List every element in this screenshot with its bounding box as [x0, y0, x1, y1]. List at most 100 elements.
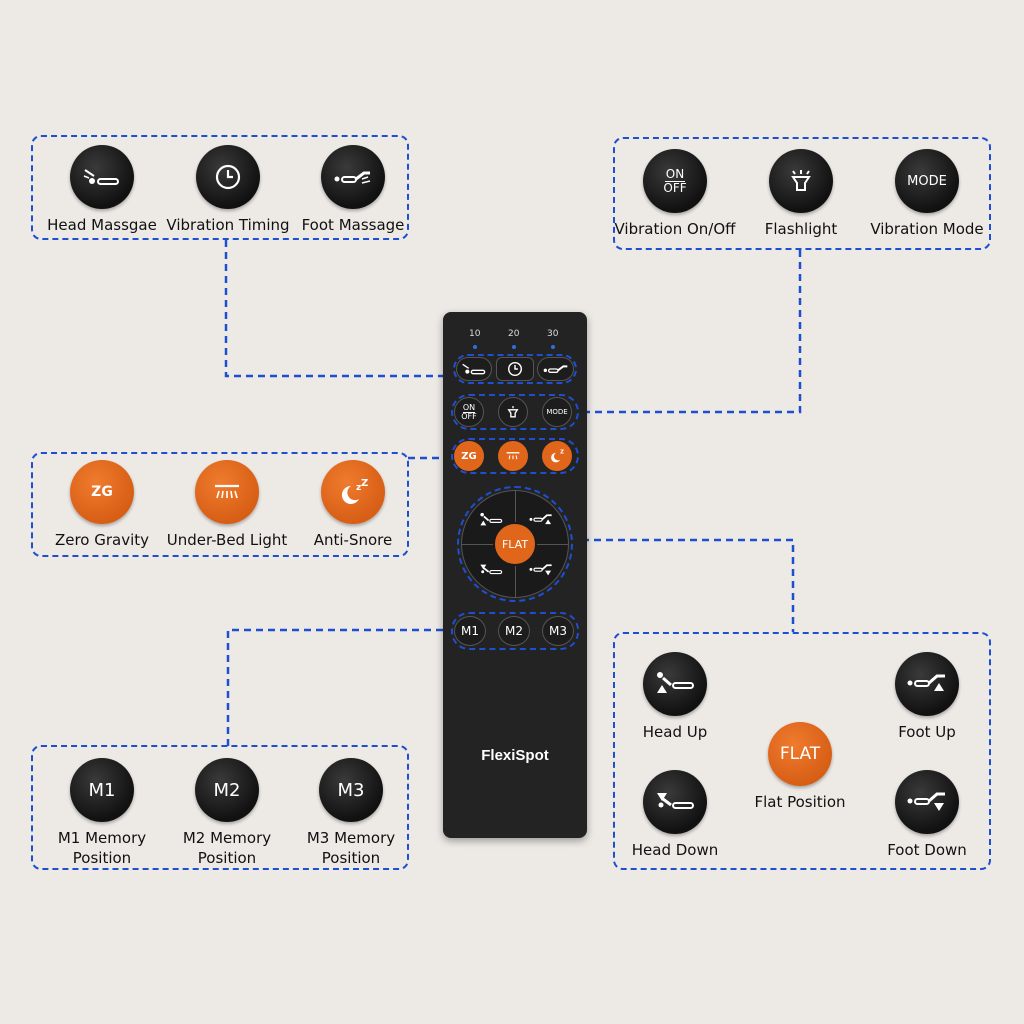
vibration-mode-item: MODE Vibration Mode [867, 149, 987, 239]
mode-text: MODE [907, 173, 947, 189]
head-up-icon [480, 512, 503, 526]
remote-m2-button[interactable]: M2 [498, 616, 530, 646]
m1-text: M1 [88, 779, 116, 801]
m3-label: M3 Memory Position [307, 828, 395, 868]
remote-flat-text: FLAT [501, 537, 529, 551]
anti-snore-button[interactable]: z Z [321, 460, 385, 524]
clock-icon [215, 164, 241, 190]
head-down-item: Head Down [615, 770, 735, 860]
remote-m3-button[interactable]: M3 [542, 616, 574, 646]
foot-up-icon [529, 514, 552, 525]
remote-foot-down-button[interactable] [524, 555, 558, 585]
foot-down-icon [907, 792, 945, 811]
head-up-icon [657, 672, 694, 693]
vibration-mode-button[interactable]: MODE [895, 149, 959, 213]
m1-label-line2: Position [72, 849, 132, 867]
timer-20-label: 20 [508, 329, 520, 339]
vibration-timing-button[interactable] [196, 145, 260, 209]
head-massage-icon [83, 169, 119, 185]
remote-m1-text: M1 [461, 624, 479, 638]
head-massage-label: Head Massgae [47, 216, 157, 234]
remote-onoff-button[interactable]: ON OFF [454, 397, 484, 427]
remote-zg-text: ZG [461, 450, 477, 462]
vibration-timing-item: Vibration Timing [166, 145, 290, 235]
remote-massage-group [453, 354, 577, 384]
m2-text: M2 [213, 779, 241, 801]
remote-control: 10 20 30 ON OFF [443, 312, 587, 838]
vibration-onoff-label: Vibration On/Off [614, 220, 736, 238]
foot-down-icon [529, 564, 552, 576]
svg-text:Z: Z [560, 449, 564, 455]
anti-snore-label: Anti-Snore [313, 531, 393, 549]
anti-snore-icon: Z [551, 449, 564, 463]
zg-text: ZG [91, 484, 113, 500]
remote-foot-massage-button[interactable] [537, 357, 574, 381]
flat-button[interactable]: FLAT [768, 722, 832, 786]
foot-up-button[interactable] [895, 652, 959, 716]
foot-massage-item: Foot Massage [293, 145, 413, 235]
remote-zg-button[interactable]: ZG [454, 441, 484, 471]
flat-label: Flat Position [754, 793, 846, 811]
vibration-mode-label: Vibration Mode [870, 220, 984, 238]
memory-panel [31, 745, 409, 870]
remote-head-up-button[interactable] [474, 505, 508, 535]
head-up-button[interactable] [643, 652, 707, 716]
foot-down-button[interactable] [895, 770, 959, 834]
connector-memory [226, 628, 455, 746]
anti-snore-item: z Z Anti-Snore [293, 460, 413, 550]
remote-comfort-group [451, 438, 579, 474]
remote-mode-button[interactable]: MODE [542, 397, 572, 427]
flat-item: FLAT Flat Position [740, 722, 860, 812]
remote-position-group [457, 486, 573, 602]
remote-off-text: OFF [461, 411, 477, 421]
remote-head-massage-button[interactable] [456, 357, 492, 381]
m3-label-line2: Position [321, 849, 381, 867]
m2-button[interactable]: M2 [195, 758, 259, 822]
flashlight-icon [791, 170, 811, 191]
m2-label-line2: Position [197, 849, 257, 867]
vibration-timing-label: Vibration Timing [166, 216, 290, 234]
zero-gravity-button[interactable]: ZG [70, 460, 134, 524]
remote-flashlight-button[interactable] [498, 397, 528, 427]
foot-massage-icon [334, 171, 371, 184]
m3-item: M3 M3 Memory Position [291, 758, 411, 868]
under-bed-light-button[interactable] [195, 460, 259, 524]
m1-label: M1 Memory Position [58, 828, 146, 868]
vibration-onoff-button[interactable]: ON OFF [643, 149, 707, 213]
foot-down-label: Foot Down [887, 841, 967, 859]
remote-under-bed-light-button[interactable] [498, 441, 528, 471]
m1-button[interactable]: M1 [70, 758, 134, 822]
remote-m2-text: M2 [505, 624, 523, 638]
head-massage-icon [462, 363, 486, 375]
remote-m1-button[interactable]: M1 [454, 616, 486, 646]
foot-up-icon [907, 674, 945, 691]
remote-foot-up-button[interactable] [524, 505, 558, 535]
foot-up-label: Foot Up [898, 723, 956, 741]
flashlight-label: Flashlight [764, 220, 838, 238]
vibration-onoff-item: ON OFF Vibration On/Off [614, 149, 736, 239]
remote-head-down-button[interactable] [474, 555, 508, 585]
zero-gravity-item: ZG Zero Gravity [42, 460, 162, 550]
head-down-button[interactable] [643, 770, 707, 834]
remote-flat-button[interactable]: FLAT [493, 522, 537, 566]
head-massage-button[interactable] [70, 145, 134, 209]
foot-down-item: Foot Down [867, 770, 987, 860]
head-up-item: Head Up [615, 652, 735, 742]
connector-position [570, 538, 795, 632]
zero-gravity-label: Zero Gravity [54, 531, 150, 549]
flashlight-button[interactable] [769, 149, 833, 213]
m2-item: M2 M2 Memory Position [167, 758, 287, 868]
remote-vibration-timing-button[interactable] [496, 357, 534, 381]
vibration-panel [613, 137, 991, 250]
m3-label-line1: M3 Memory [306, 829, 396, 847]
under-bed-light-icon [215, 484, 239, 499]
flat-text: FLAT [779, 744, 821, 764]
foot-massage-button[interactable] [321, 145, 385, 209]
head-up-label: Head Up [642, 723, 708, 741]
on-text: ON [665, 166, 685, 181]
remote-memory-group [451, 612, 579, 650]
head-down-icon [480, 564, 503, 575]
under-bed-light-icon [506, 452, 520, 460]
m3-button[interactable]: M3 [319, 758, 383, 822]
remote-anti-snore-button[interactable]: Z [542, 441, 572, 471]
